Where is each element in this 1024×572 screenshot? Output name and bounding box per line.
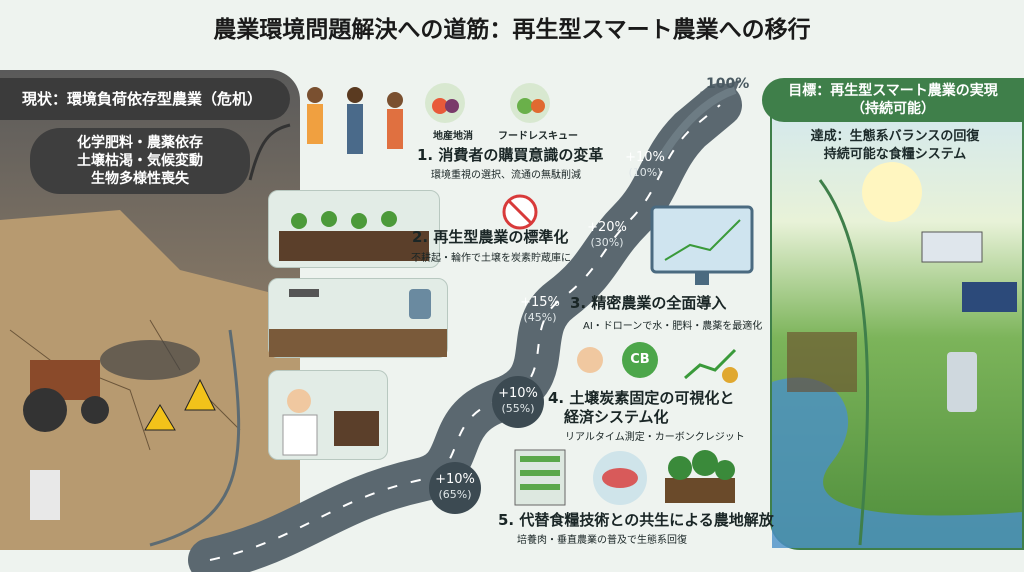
step-4-title-line: 4. 土壌炭素固定の可視化と [548,389,735,407]
tag-food-rescue: フードレスキュー [498,131,578,142]
progress-total: (65%) [438,488,472,501]
flow-arrow-start [248,123,291,181]
chemical-tank-icon [30,470,60,520]
road-markings [209,104,721,561]
step-1-title: 1. 消費者の購買意識の変革 [417,146,604,164]
page-title: 農業環境問題解決への道筋：再生型スマート農業への移行 [213,17,811,43]
step-2-title: 2. 再生型農業の標準化 [412,228,569,246]
flow-arrow-left [149,329,241,547]
goal-heading-line: （持続可能） [851,101,935,117]
current-state-heading: 現状：環境負荷依存型農業（危机） [0,78,290,120]
warning-sign-icon [184,378,216,411]
growth-arrow [656,86,737,163]
progress-delta: +15% [520,295,560,310]
progress-marker: +20%(30%) [582,220,632,250]
goal-achievements: 達成：生態系バランスの回復 持続可能な食糧システム [780,128,1010,164]
step-3-title: 3. 精密農業の全面導入 [570,294,727,312]
problem-item: 土壌枯渇・気候変動 [77,153,203,169]
progress-delta: +10% [625,150,665,165]
achievement-item: 持続可能な食糧システム [823,147,967,162]
step-2-subtitle: 不耕起・輪作で土壌を炭素貯蔵庫に [411,253,571,264]
forest-icon [665,478,735,503]
degraded-farm-illustration [0,210,300,550]
step-3-subtitle: AI・ドローンで水・肥料・農薬を最適化 [583,321,763,332]
greenhouse-icon [921,231,983,263]
goal-panel [770,80,1024,550]
consumers-illustration [307,87,403,154]
goal-heading: 目標：再生型スマート農業の実現 （持続可能） [762,78,1024,122]
step-2-illustration [268,190,440,268]
problem-item: 化学肥料・農薬依存 [77,135,203,151]
step-4-title-line: 経済システム化 [564,408,669,426]
progress-total: (30%) [590,236,624,249]
progress-total: (55%) [501,402,535,415]
current-state-problems: 化学肥料・農薬依存 土壌枯渇・気候変動 生物多様性喪失 [30,128,250,194]
river [772,377,1022,548]
step-4-illustration [268,370,388,460]
flow-arrow-right [818,179,870,546]
step-5-title: 5. 代替食糧技術との共生による農地解放 [498,511,774,529]
progress-marker: +10%(10%) [620,150,670,180]
robot-icon [409,289,431,319]
step-3-illustration [268,278,448,358]
no-chemicals-icon [502,194,538,230]
monitor-chart-icon [650,205,754,285]
carbon-badge-icon: CB [622,342,658,378]
drone-icon [289,289,319,297]
biohazard-sign-icon [144,404,176,431]
sensor-device-icon [947,352,977,412]
vegetables-icon [425,83,550,123]
solar-panel-icon [962,282,1017,312]
problem-item: 生物多様性喪失 [91,171,189,187]
progress-total: (10%) [628,166,662,179]
progress-delta: +20% [587,220,627,235]
step-4-title: 4. 土壌炭素固定の可視化と 経済システム化 [548,389,734,427]
carbon-credit-icons [577,347,738,383]
progress-total: (45%) [523,311,557,324]
step-4-subtitle: リアルタイム測定・カーボンクレジット [565,432,745,443]
alternative-food-icons [514,449,735,506]
tag-local-production: 地産地消 [433,131,473,142]
achievement-item: 達成：生態系バランスの回復 [810,129,980,144]
progress-marker: +10%(65%) [429,462,481,514]
progress-delta: +10% [435,472,475,487]
progress-marker: +10%(55%) [492,376,544,428]
sustainable-farm-illustration [772,162,1022,548]
progress-delta: +10% [498,386,538,401]
goal-heading-line: 目標：再生型スマート農業の実現 [788,83,998,99]
step-1-subtitle: 環境重視の選択、流通の無駄削減 [431,170,581,181]
step-5-subtitle: 培養肉・垂直農業の普及で生態系回復 [517,535,687,546]
final-progress-label: 100% [706,76,750,92]
progress-marker: +15%(45%) [515,295,565,325]
